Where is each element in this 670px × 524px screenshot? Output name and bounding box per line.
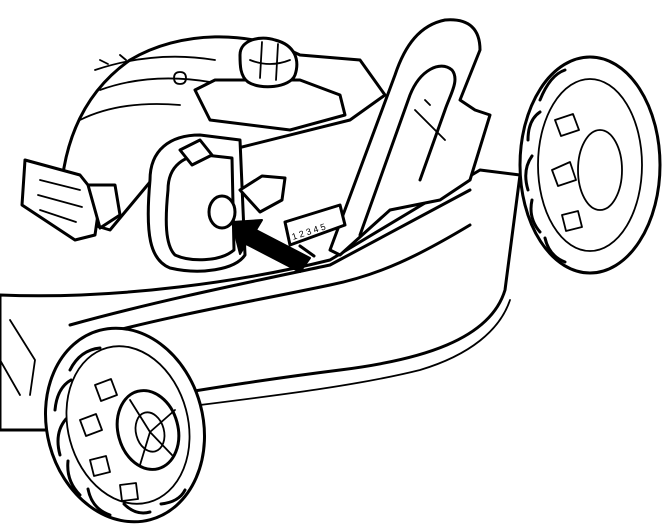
height-scale: 1 2 3 4 5 bbox=[283, 203, 347, 247]
rear-wheel bbox=[518, 55, 662, 275]
engine-side-cover bbox=[146, 133, 287, 273]
handle-side bbox=[20, 158, 122, 242]
front-wheel bbox=[44, 326, 206, 524]
handle-frame bbox=[328, 18, 492, 257]
fuel-cap bbox=[193, 36, 347, 132]
oil-fill-port bbox=[207, 194, 237, 230]
pointer-arrow bbox=[231, 219, 316, 273]
